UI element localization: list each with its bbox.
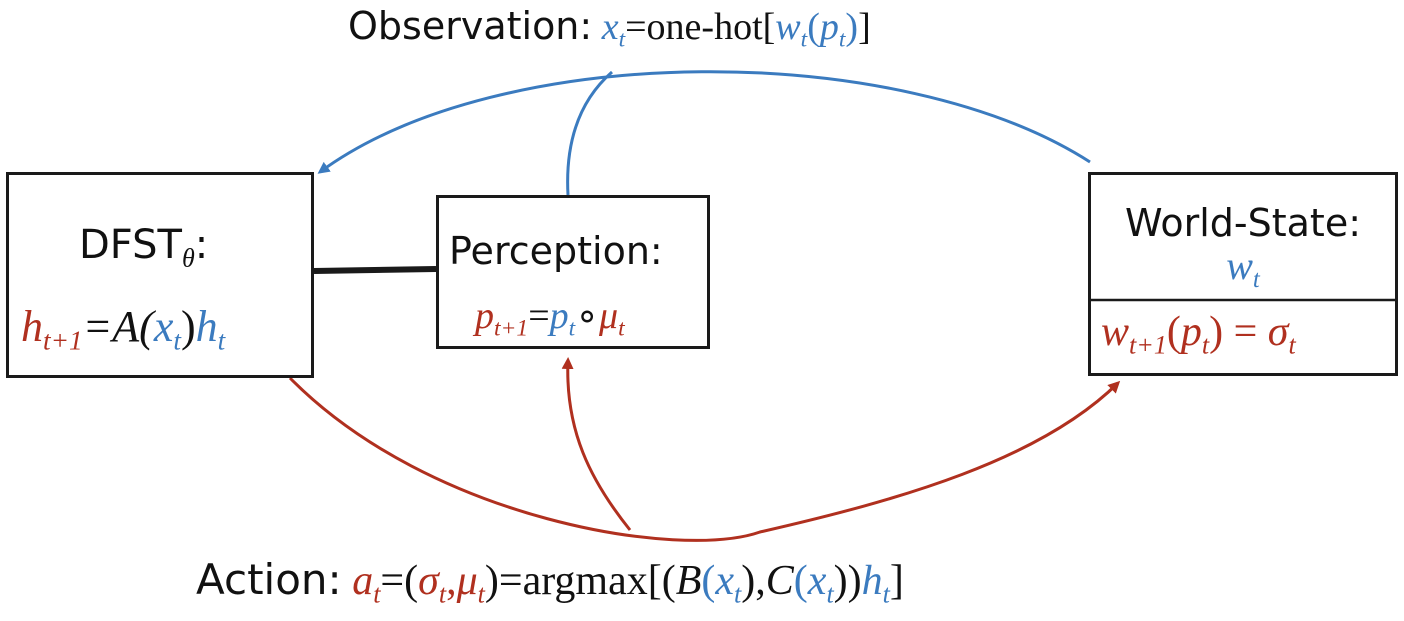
dfst-A: =A( bbox=[82, 302, 154, 351]
observation-arc bbox=[317, 70, 1091, 174]
action-B-close: ), bbox=[741, 558, 766, 604]
perception-title: Perception: bbox=[449, 229, 663, 273]
world-state-title: World-State: bbox=[1125, 201, 1361, 245]
action-to-perception-arc bbox=[561, 357, 632, 531]
action-comma: , bbox=[446, 558, 457, 604]
action-x2: xt bbox=[807, 558, 834, 609]
action-sigma: σt bbox=[418, 558, 447, 609]
perception-compose: ∘ bbox=[575, 295, 599, 337]
dfst-x: xt bbox=[153, 302, 181, 356]
action-x1: xt bbox=[715, 558, 742, 609]
dfst-h-next: ht+1 bbox=[21, 302, 83, 356]
perception-to-observation-line bbox=[566, 70, 613, 196]
action-a: at bbox=[352, 558, 381, 609]
action-C-close: )) bbox=[833, 558, 862, 604]
action-argmax: )=argmax[( bbox=[484, 558, 676, 604]
dfst-paren-close: ) bbox=[180, 302, 196, 351]
action-bracket-close: ] bbox=[889, 558, 904, 604]
action-title: Action: bbox=[196, 555, 342, 604]
world-state-equation: wt+1(pt) = σt bbox=[1101, 307, 1296, 360]
perception-p-next: pt+1 bbox=[475, 295, 529, 342]
world-state-w-next: wt+1 bbox=[1101, 309, 1167, 360]
perception-mu: μt bbox=[599, 295, 625, 342]
dfst-title: DFSTθ: bbox=[79, 222, 209, 273]
perception-p: pt bbox=[549, 295, 576, 342]
observation-paren-close: ) bbox=[845, 6, 859, 48]
observation-bracket-close: ] bbox=[858, 6, 871, 48]
world-state-box: World-State: wt wt+1(pt) = σt bbox=[1088, 172, 1398, 376]
action-eq1: =( bbox=[380, 558, 419, 604]
world-state-var: wt bbox=[1226, 243, 1260, 293]
observation-x: xt bbox=[601, 6, 626, 53]
observation-label: Observation: xt=one-hot[wt(pt)] bbox=[348, 4, 871, 53]
observation-title: Observation: bbox=[348, 4, 593, 48]
action-B: B bbox=[675, 558, 702, 604]
dfst-h: ht bbox=[195, 302, 226, 356]
observation-paren-open: ( bbox=[807, 6, 820, 48]
action-h: ht bbox=[861, 558, 890, 609]
world-state-paren-open: ( bbox=[1166, 309, 1181, 355]
dfst-equation: ht+1=A(xt)ht bbox=[21, 301, 226, 356]
world-state-sigma: σt bbox=[1267, 309, 1296, 360]
action-B-open: ( bbox=[701, 558, 716, 604]
perception-box: Perception: pt+1=pt∘μt bbox=[436, 195, 710, 349]
observation-p: pt bbox=[819, 6, 846, 53]
observation-w: wt bbox=[775, 6, 808, 53]
action-C: C bbox=[765, 558, 794, 604]
world-state-paren-close: ) bbox=[1209, 309, 1224, 355]
action-C-open: ( bbox=[793, 558, 808, 604]
action-label: Action: at=(σt,μt)=argmax[(B(xt),C(xt))h… bbox=[196, 552, 904, 609]
perception-equation: pt+1=pt∘μt bbox=[475, 294, 625, 342]
observation-onehot: =one-hot[ bbox=[625, 6, 776, 48]
action-mu: μt bbox=[456, 558, 485, 609]
perception-eq: = bbox=[528, 295, 550, 337]
dfst-box: DFSTθ: ht+1=A(xt)ht bbox=[6, 172, 314, 378]
action-arc bbox=[288, 376, 1121, 542]
world-state-eq: = bbox=[1223, 309, 1268, 355]
dfst-perception-connector bbox=[313, 266, 437, 274]
world-state-p: pt bbox=[1180, 309, 1210, 360]
